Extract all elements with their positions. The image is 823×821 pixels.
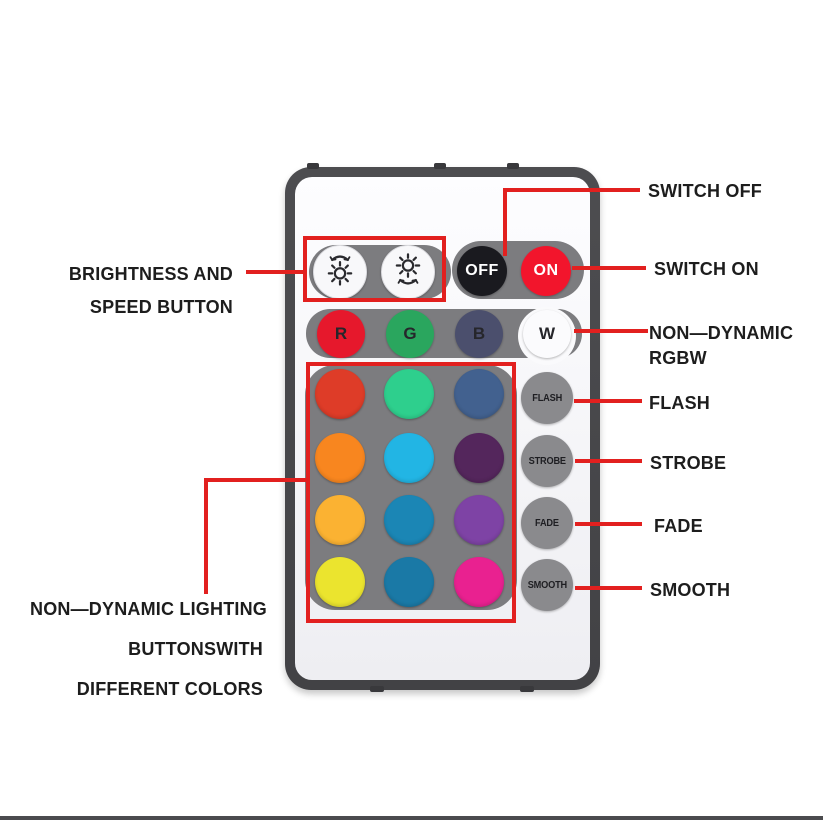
off-button[interactable]: OFF (457, 246, 507, 296)
smooth-label: SMOOTH (650, 580, 731, 600)
color-grid-outline (306, 362, 516, 623)
color-button-r3c2[interactable] (384, 495, 434, 545)
lighting-leader-vertical (204, 478, 208, 594)
flash-button[interactable]: FLASH (521, 372, 573, 424)
rgbw-label-line1: NON—DYNAMIC (649, 323, 794, 343)
green-button[interactable]: G (386, 310, 434, 358)
brightness-up-button[interactable] (313, 245, 367, 299)
lighting-leader-horizontal (204, 478, 306, 482)
non-dynamic-lighting-label-line1: NON—DYNAMIC LIGHTING (30, 599, 267, 619)
remote-top-notch (307, 163, 319, 169)
rgbw-label-line2: RGBW (649, 348, 707, 368)
switch-off-leader-vertical (503, 188, 507, 256)
fade-label: FADE (654, 516, 703, 536)
fade-button[interactable]: FADE (521, 497, 573, 549)
flash-leader (574, 399, 642, 403)
remote-bottom-notch (370, 686, 384, 692)
brightness-leader (246, 270, 303, 274)
rgbw-leader (574, 329, 648, 333)
on-button[interactable]: ON (521, 246, 571, 296)
color-button-r1c3[interactable] (454, 369, 504, 419)
non-dynamic-lighting-label: NON—DYNAMIC LIGHTING BUTTONSWITH DIFFERE… (30, 589, 267, 709)
red-button[interactable]: R (317, 310, 365, 358)
smooth-leader (575, 586, 642, 590)
brightness-down-button[interactable] (381, 245, 435, 299)
switch-off-label: SWITCH OFF (648, 181, 762, 201)
white-button[interactable]: W (523, 310, 571, 358)
color-button-r2c1[interactable] (315, 433, 365, 483)
switch-on-label: SWITCH ON (654, 259, 759, 279)
fade-button-label: FADE (535, 517, 559, 529)
smooth-button[interactable]: SMOOTH (521, 559, 573, 611)
remote-top-notch (434, 163, 446, 169)
color-button-r2c3[interactable] (454, 433, 504, 483)
switch-on-leader (572, 266, 646, 270)
color-button-r4c3[interactable] (454, 557, 504, 607)
color-button-r4c2[interactable] (384, 557, 434, 607)
color-button-r4c1[interactable] (315, 557, 365, 607)
brightness-speed-label-line1: BRIGHTNESS AND (68, 264, 233, 284)
blue-button[interactable]: B (455, 310, 503, 358)
smooth-button-label: SMOOTH (527, 579, 567, 591)
brightness-speed-label: BRIGHTNESS AND SPEED BUTTON (50, 258, 233, 324)
brightness-down-icon (390, 251, 426, 294)
color-button-r3c3[interactable] (454, 495, 504, 545)
flash-button-label: FLASH (532, 392, 562, 404)
non-dynamic-lighting-label-line2: BUTTONSWITH (128, 639, 263, 659)
remote-top-notch (507, 163, 519, 169)
color-button-r1c1[interactable] (315, 369, 365, 419)
flash-label: FLASH (649, 393, 710, 413)
brightness-speed-label-line2: SPEED BUTTON (89, 297, 233, 317)
brightness-group-outline (303, 236, 446, 302)
non-dynamic-lighting-label-line3: DIFFERENT COLORS (76, 679, 263, 699)
bottom-border-line (0, 816, 823, 820)
fade-leader (575, 522, 642, 526)
strobe-leader (575, 459, 642, 463)
color-button-r3c1[interactable] (315, 495, 365, 545)
strobe-button[interactable]: STROBE (521, 435, 573, 487)
color-button-r2c2[interactable] (384, 433, 434, 483)
remote-bottom-notch (520, 686, 534, 692)
strobe-button-label: STROBE (528, 455, 566, 467)
rgbw-label: NON—DYNAMIC RGBW (649, 321, 793, 371)
strobe-label: STROBE (650, 453, 727, 473)
color-button-r1c2[interactable] (384, 369, 434, 419)
brightness-up-icon (322, 251, 358, 294)
switch-off-leader (503, 188, 640, 192)
